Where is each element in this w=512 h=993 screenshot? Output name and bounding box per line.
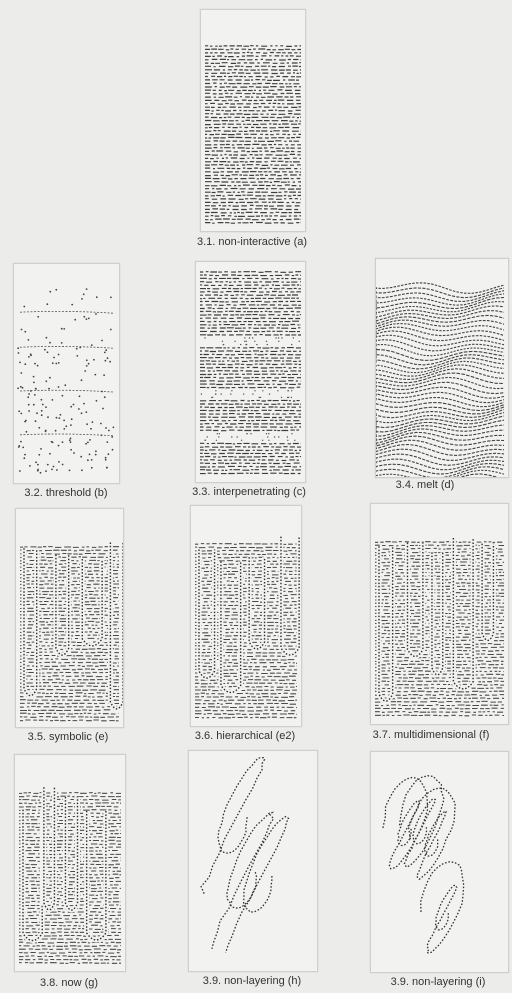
figure-caption: 3.3. interpenetrating (c) — [174, 486, 324, 498]
figure-image-hierarchical — [190, 505, 302, 727]
figure-caption: 3.6. hierarchical (e2) — [178, 730, 312, 742]
figure-image-non-layering-h — [188, 750, 318, 972]
figure-image-now — [14, 754, 126, 972]
figure-image-non-layering-i — [370, 751, 509, 973]
figure-image-non-interactive — [200, 9, 306, 232]
figure-image-threshold — [13, 263, 120, 484]
figure-caption: 3.7. multidimensional (f) — [352, 729, 510, 741]
figure-image-interpenetrating — [195, 261, 306, 483]
figure-caption: 3.5. symbolic (e) — [12, 731, 124, 743]
figure-caption: 3.9. non-layering (i) — [370, 976, 506, 988]
figure-caption: 3.8. now (g) — [24, 977, 114, 989]
figure-image-multidimensional — [370, 503, 509, 725]
figure-caption: 3.1. non-interactive (a) — [182, 236, 322, 248]
figure-caption: 3.4. melt (d) — [380, 479, 470, 491]
figure-caption: 3.2. threshold (b) — [0, 487, 132, 499]
figure-image-melt — [375, 258, 509, 478]
figure-caption: 3.9. non-layering (h) — [184, 975, 320, 987]
figure-image-symbolic — [15, 508, 124, 728]
